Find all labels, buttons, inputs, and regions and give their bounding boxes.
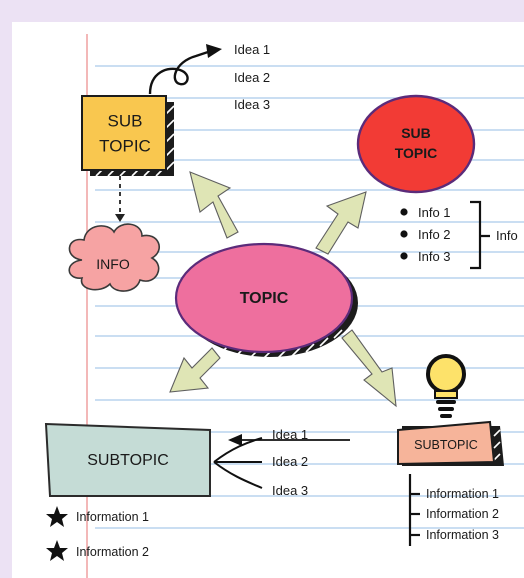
sub-topic-square-label-2: TOPIC: [99, 136, 151, 156]
info-bullets: [400, 208, 408, 260]
arrow-down-left: [169, 347, 221, 393]
subtopic-right-label: SUBTOPIC: [414, 437, 478, 452]
sub-topic-circle-label-2: TOPIC: [394, 145, 438, 161]
info-bracket: [470, 200, 490, 270]
sub-topic-square-label-1: SUB: [107, 111, 143, 131]
arrow-up-left: [189, 171, 239, 239]
sub-topic-circle-shape: [356, 94, 476, 194]
information-item-1: Information 1: [426, 487, 499, 501]
starred-information-2: Information 2: [76, 545, 149, 559]
subtopic-right-shape: [397, 420, 504, 466]
dashed-arrow-head: [115, 214, 125, 222]
topic-shape: [174, 242, 358, 359]
left-arrow-head: [228, 434, 242, 446]
subtopic-left-shape: [44, 422, 211, 497]
info-cloud-label: INFO: [96, 256, 130, 272]
info-item-2: Info 2: [418, 227, 451, 242]
idea-3-left: Idea 3: [272, 483, 309, 498]
arrow-down-right: [341, 329, 397, 408]
subtopic-left-label: SUBTOPIC: [87, 452, 169, 469]
lightbulb-icon: [426, 354, 466, 418]
info-item-3: Info 3: [418, 249, 451, 264]
arrow-up-right: [315, 191, 367, 255]
information-item-3: Information 3: [426, 528, 499, 542]
idea-2-top: Idea 2: [234, 70, 271, 85]
star-icon: [46, 540, 68, 561]
info-cloud-shape: [68, 223, 160, 292]
info-item-1: Info 1: [418, 205, 451, 220]
idea-1-left: Idea 1: [272, 427, 309, 442]
idea-2-left: Idea 2: [272, 454, 309, 469]
info-bracket-label: Info: [496, 228, 518, 243]
starred-information-1: Information 1: [76, 510, 149, 524]
information-item-2: Information 2: [426, 507, 499, 521]
loop-arrow-head: [206, 44, 222, 58]
sub-topic-circle-label-1: SUB: [401, 125, 431, 141]
loop-arrow: [148, 50, 209, 95]
fan-lines: [213, 437, 263, 489]
topic-arrows: [169, 171, 397, 408]
sub-topic-square-shape: [81, 95, 175, 177]
idea-3-top: Idea 3: [234, 97, 271, 112]
idea-1-top: Idea 1: [234, 42, 271, 57]
star-icon: [46, 506, 68, 527]
topic-label: TOPIC: [239, 290, 289, 307]
